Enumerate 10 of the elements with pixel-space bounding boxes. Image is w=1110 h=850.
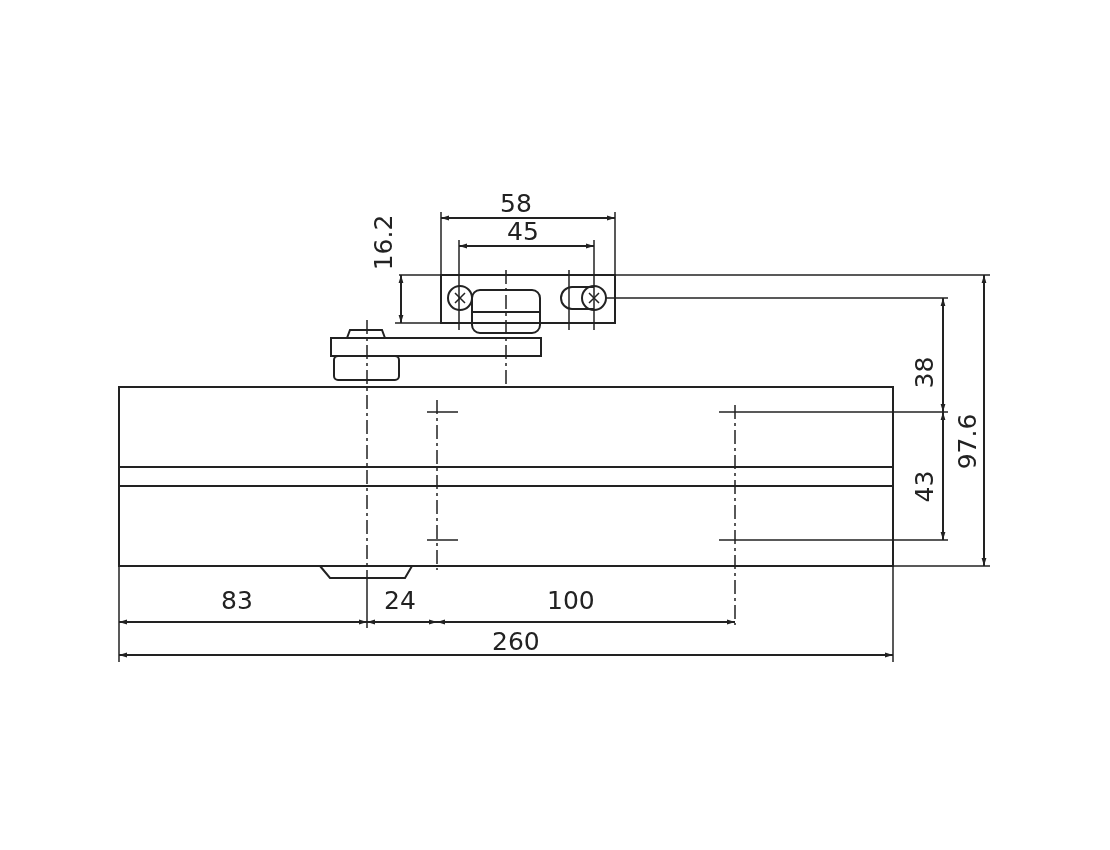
dimension-label: 38	[912, 356, 938, 388]
dimension-label: 58	[500, 190, 532, 216]
dimension-label: 260	[492, 628, 540, 654]
dimension-label: 16.2	[371, 214, 397, 270]
dimension-label: 97.6	[955, 413, 981, 469]
dimension-label: 24	[384, 587, 416, 613]
dimension-label: 83	[221, 587, 253, 613]
dimension-label: 43	[912, 470, 938, 502]
dimension-label: 45	[507, 218, 539, 244]
dimension-label: 100	[547, 587, 595, 613]
